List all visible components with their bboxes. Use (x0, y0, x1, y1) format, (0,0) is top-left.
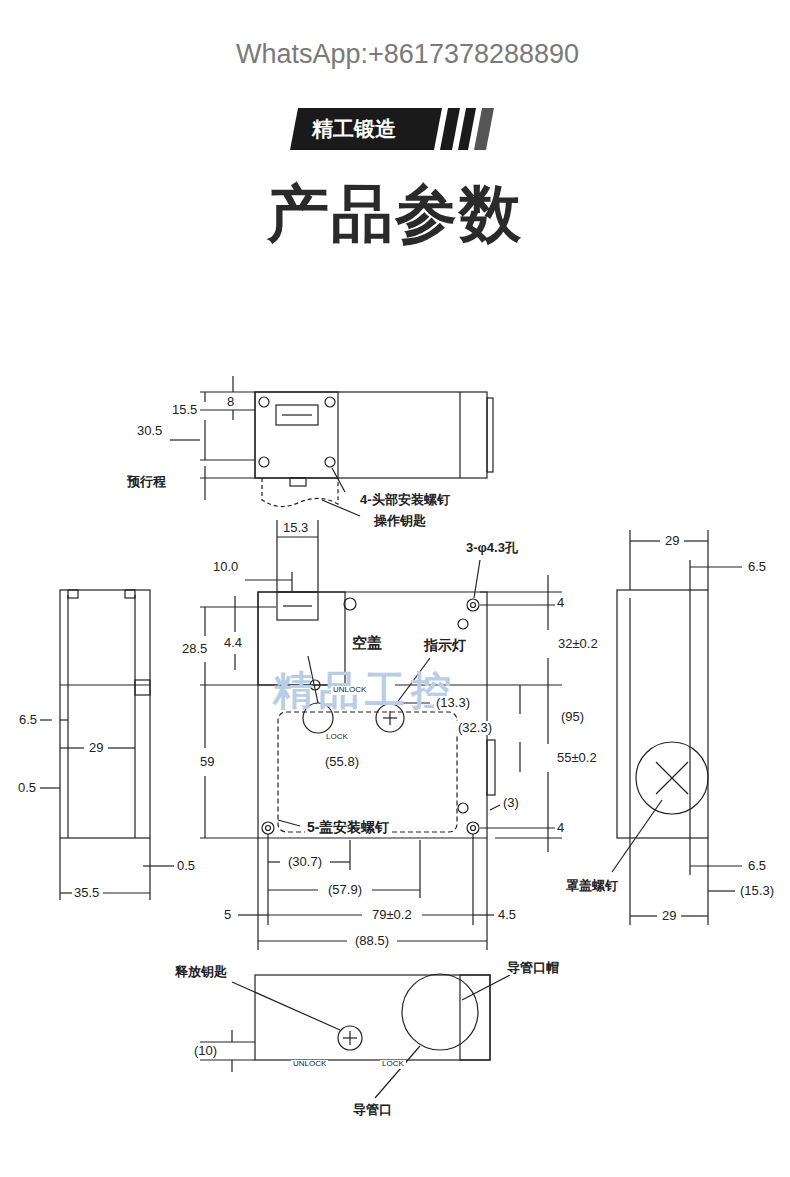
switch-marking: LOCK (324, 733, 350, 742)
dimension-label: 0.5 (16, 781, 38, 795)
dimension-label: (55.8) (323, 755, 361, 769)
dimension-label: 55±0.2 (555, 751, 599, 765)
dimension-label: 4 (555, 596, 566, 610)
page-title: 产品参数 (267, 180, 523, 248)
dimension-label: 30.5 (135, 424, 164, 438)
banner-text-row: 精工锻造 (290, 108, 494, 150)
dimension-label: 35.5 (72, 886, 101, 900)
switch-marking: LOCK (380, 1060, 406, 1069)
dimension-label: (57.9) (326, 883, 364, 897)
part-name: 操作钥匙 (372, 514, 428, 528)
dimension-label: 8 (225, 395, 236, 409)
part-name: 导管口 (351, 1103, 394, 1117)
dimension-label: 29 (87, 741, 105, 755)
dimension-label: 15.3 (281, 521, 310, 535)
dimension-label: 6.5 (746, 859, 768, 873)
banner-stripe (458, 108, 476, 150)
dimension-label: (32.3) (456, 721, 494, 735)
banner-stripe (440, 108, 460, 150)
part-name: 指示灯 (422, 638, 468, 653)
switch-marking: UNLOCK (291, 1060, 328, 1069)
part-name: 5-盖安装螺钉 (305, 820, 391, 835)
switch-marking: UNLOCK (331, 686, 368, 695)
dimension-label: 10.0 (211, 560, 240, 574)
dimension-label: (88.5) (353, 934, 391, 948)
dimension-label: (3) (501, 796, 521, 810)
dimension-label: 4.4 (222, 636, 244, 650)
part-name: 空盖 (350, 635, 384, 652)
part-name: 导管口帽 (505, 961, 561, 975)
dimension-label: 29 (663, 534, 681, 548)
dimension-label: (13.3) (434, 696, 472, 710)
dimension-label: 28.5 (180, 642, 209, 656)
dimension-label: (30.7) (286, 855, 324, 869)
part-name: 预行程 (125, 475, 168, 489)
banner-stripe (290, 108, 442, 150)
dimension-label: 59 (198, 755, 216, 769)
part-name: 释放钥匙 (173, 965, 229, 979)
part-name: 4-头部安装螺钉 (358, 493, 452, 507)
contact-text: WhatsApp:+8617378288890 (236, 40, 579, 70)
dimension-label: 6.5 (17, 713, 39, 727)
dimension-label: (95) (559, 710, 586, 724)
dimension-label: 29 (660, 909, 678, 923)
banner-stripe (474, 108, 494, 150)
dimension-label: 79±0.2 (370, 908, 414, 922)
dimension-label: 6.5 (746, 560, 768, 574)
dimension-label: 32±0.2 (556, 637, 600, 651)
dimension-label: (15.3) (738, 884, 776, 898)
part-name: 罩盖螺钉 (564, 879, 620, 893)
dimension-label: 4.5 (496, 908, 518, 922)
dimension-label: 5 (222, 908, 233, 922)
banner-text: 精工锻造 (312, 117, 396, 140)
dimension-label: (10) (192, 1044, 219, 1058)
dimension-label: 4 (555, 821, 566, 835)
dimension-label: 0.5 (175, 859, 197, 873)
part-name: 3-φ4.3孔 (464, 541, 520, 555)
dimension-label: 15.5 (170, 403, 199, 417)
banner-box: 精工锻造 (290, 108, 494, 150)
